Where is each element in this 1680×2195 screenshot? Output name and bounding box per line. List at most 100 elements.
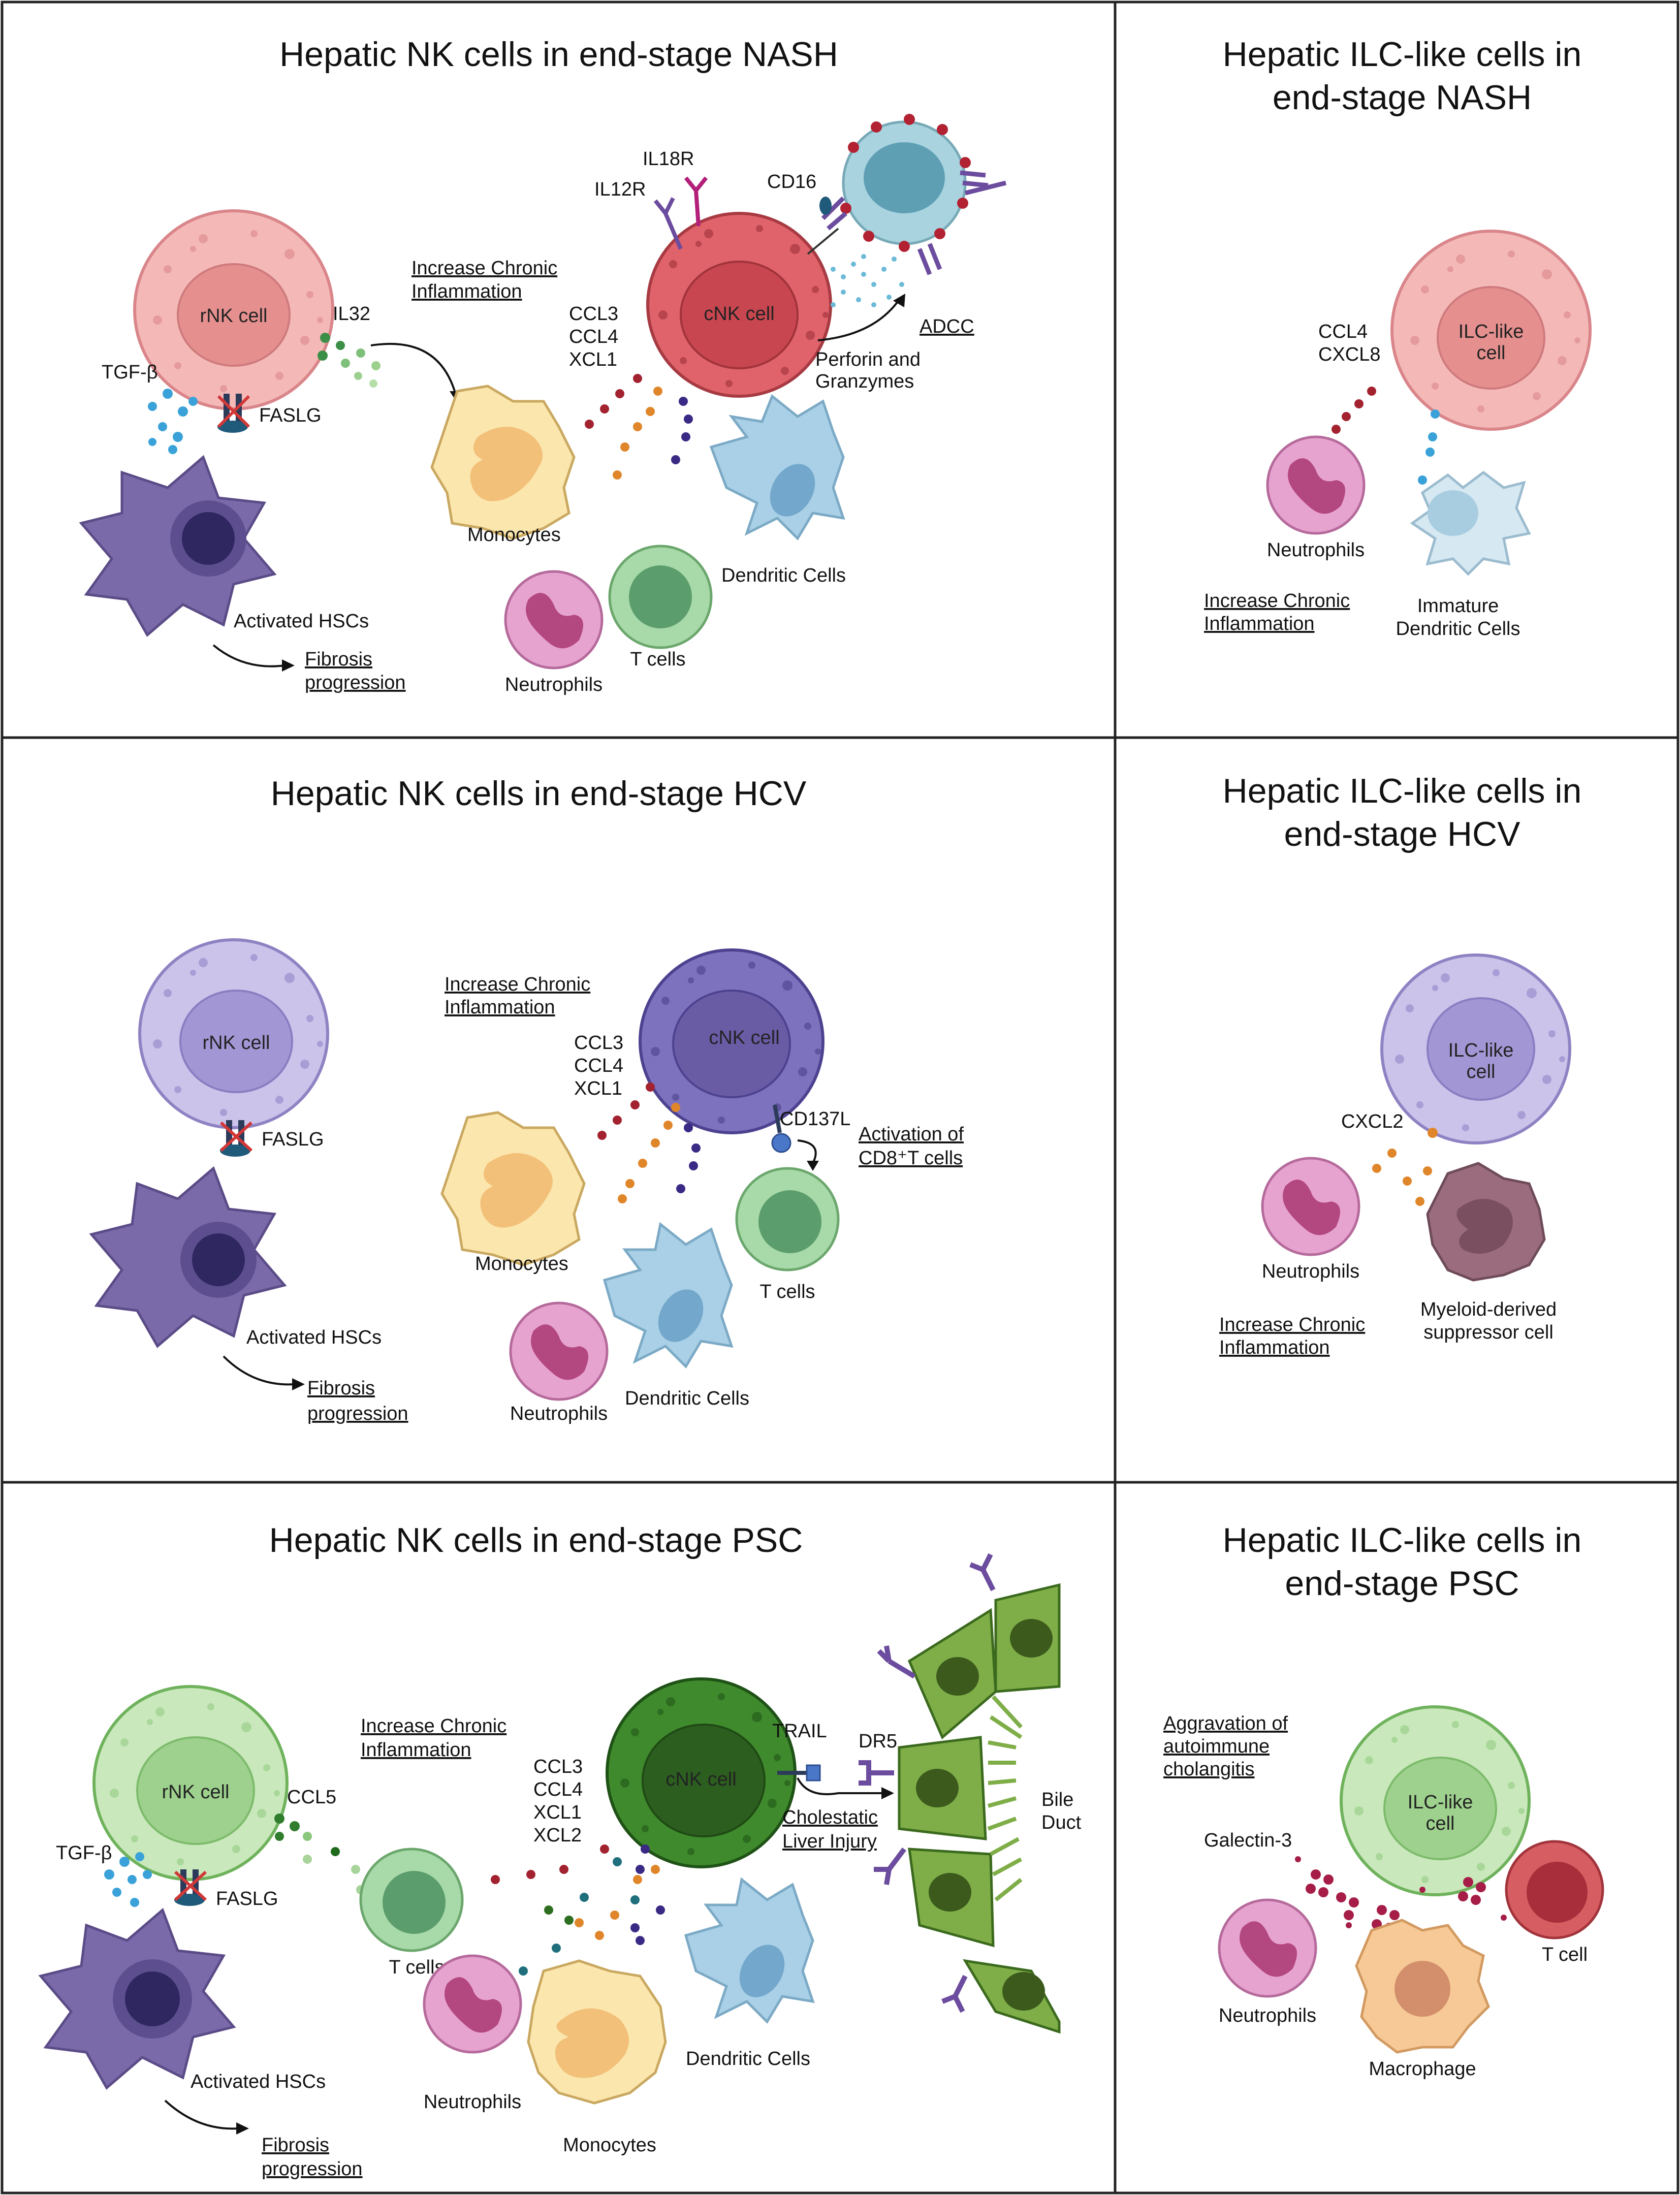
idc-label-2: Dendritic Cells [1396, 618, 1520, 640]
xcl1-label: XCL1 [574, 1078, 622, 1099]
macrophage-label: Macrophage [1369, 2058, 1476, 2080]
dendritic-label: Dendritic Cells [625, 1388, 749, 1409]
neutrophil [1266, 435, 1366, 535]
aggravation-label-1: Aggravation of [1163, 1713, 1288, 1734]
tcell-label: T cell [1542, 1944, 1588, 1965]
tgfb-label: TGF-β [56, 1842, 112, 1864]
fibrosis-label-1: Fibrosis [305, 649, 372, 670]
cd137l-ligand [771, 1133, 791, 1153]
neutrophil [509, 1301, 609, 1401]
dendritic-label: Dendritic Cells [721, 565, 846, 586]
rnk-label: rNK cell [200, 305, 267, 327]
monocytes-label: Monocytes [475, 1253, 568, 1275]
il12r-label: IL12R [594, 179, 646, 200]
fibrosis-label-1: Fibrosis [307, 1378, 375, 1399]
chemokine-particles [491, 1844, 665, 1976]
neutrophil [1261, 1157, 1360, 1256]
chemokine-particles [597, 1083, 701, 1203]
immature-dendritic-cell [1410, 470, 1531, 576]
ilc-label-2: cell [1466, 1061, 1495, 1083]
inflammation-label-2: Inflammation [1219, 1337, 1330, 1358]
bile-duct [874, 1553, 1061, 2034]
rnk-cell: rNK cell [138, 938, 329, 1129]
tgfb-particles [148, 389, 198, 454]
dr5-receptor [859, 1760, 894, 1786]
inflammation-label-1: Increase Chronic [361, 1715, 506, 1737]
panel-psc-nk: Hepatic NK cells in end-stage PSC rNK ce… [38, 1521, 1082, 2180]
t-cell [735, 1167, 840, 1271]
aggravation-label-2: autoimmune [1163, 1736, 1270, 1757]
fibrosis-label-2: progression [307, 1403, 408, 1424]
cnk-label: cNK cell [704, 303, 774, 325]
hsc-label: Activated HSCs [234, 611, 369, 632]
galectin-particles [1295, 1856, 1507, 1933]
ilc-cell: ILC-like cell [1390, 230, 1592, 431]
ccl4-label: CCL4 [574, 1055, 623, 1076]
neutrophils-label: Neutrophils [424, 2091, 521, 2113]
cnk-label: cNK cell [709, 1027, 779, 1048]
activated-hsc [89, 1166, 287, 1348]
cholestatic-label-2: Liver Injury [782, 1831, 877, 1852]
t-cell [359, 1848, 464, 1952]
monocyte [527, 1959, 667, 2105]
chemokine-particles [585, 374, 693, 480]
mdsc-label-1: Myeloid-derived [1420, 1299, 1557, 1320]
xcl1-label: XCL1 [569, 349, 617, 370]
hsc-label: Activated HSCs [191, 2071, 326, 2092]
ccl3-label: CCL3 [533, 1756, 583, 1777]
panel-title: Hepatic NK cells in end-stage NASH [279, 35, 838, 74]
panel-title: Hepatic NK cells in end-stage PSC [269, 1521, 803, 1560]
panel-hcv-ilc: Hepatic ILC-like cells in end-stage HCV … [1219, 772, 1581, 1358]
neutrophils-label: Neutrophils [505, 674, 603, 695]
panel-title-1: Hepatic ILC-like cells in [1223, 772, 1582, 810]
antibody-coated-target-cell [819, 114, 1007, 275]
neutrophils-label: Neutrophils [510, 1403, 608, 1424]
chemokine-particles-blue [1418, 409, 1440, 485]
dr5-label: DR5 [859, 1731, 897, 1752]
panel-nash-nk: Hepatic NK cells in end-stage NASH rNK c… [79, 35, 1007, 695]
fibrosis-label-2: progression [305, 672, 406, 693]
dendritic-label: Dendritic Cells [686, 2048, 810, 2070]
panel-nash-ilc: Hepatic ILC-like cells in end-stage NASH… [1204, 35, 1592, 640]
t-cell [608, 545, 713, 649]
inflammation-label-1: Increase Chronic [1219, 1314, 1365, 1335]
faslg-label: FASLG [216, 1888, 278, 1910]
galectin-label: Galectin-3 [1204, 1830, 1292, 1851]
rnk-cell: rNK cell [133, 209, 334, 410]
panel-title-2: end-stage NASH [1273, 78, 1532, 117]
chemokine-particles [1372, 1128, 1438, 1206]
monocyte [440, 1111, 586, 1266]
idc-label-1: Immature [1417, 595, 1499, 617]
neutrophils-label: Neutrophils [1219, 2005, 1316, 2026]
inflammation-label-1: Increase Chronic [1204, 590, 1350, 612]
ilc-label-2: cell [1476, 342, 1505, 364]
bile-label-1: Bile [1041, 1789, 1073, 1810]
cnk-cell: cNK cell [639, 948, 825, 1134]
ccl5-label: CCL5 [287, 1787, 336, 1808]
cd137l-label: CD137L [780, 1108, 850, 1130]
rnk-label: rNK cell [202, 1032, 270, 1054]
faslg-receptor [174, 1869, 207, 1906]
panel-title-2: end-stage PSC [1285, 1564, 1519, 1603]
faslg-receptor [217, 394, 250, 433]
perforin-label-2: Granzymes [815, 371, 914, 392]
faslg-label: FASLG [259, 405, 322, 426]
faslg-receptor [219, 1120, 253, 1157]
t-cell [1505, 1840, 1604, 1939]
ilc-label-1: ILC-like [1408, 1792, 1473, 1813]
xcl1-label: XCL1 [533, 1802, 582, 1823]
inflammation-label-2: Inflammation [361, 1739, 471, 1761]
monocyte [430, 385, 576, 540]
tcells-label: T cells [630, 649, 685, 670]
activation-label-1: Activation of [859, 1124, 964, 1145]
inflammation-label-2: Inflammation [1204, 613, 1315, 634]
rnk-label: rNK cell [162, 1782, 229, 1803]
il18r-receptor [684, 176, 708, 227]
dendritic-cell [603, 1222, 734, 1369]
tgfb-particles [104, 1852, 152, 1907]
ccl3-label: CCL3 [569, 303, 618, 325]
cxcl8-label: CXCL8 [1318, 344, 1381, 365]
monocytes-label: Monocytes [467, 524, 561, 546]
hsc-label: Activated HSCs [246, 1327, 382, 1348]
